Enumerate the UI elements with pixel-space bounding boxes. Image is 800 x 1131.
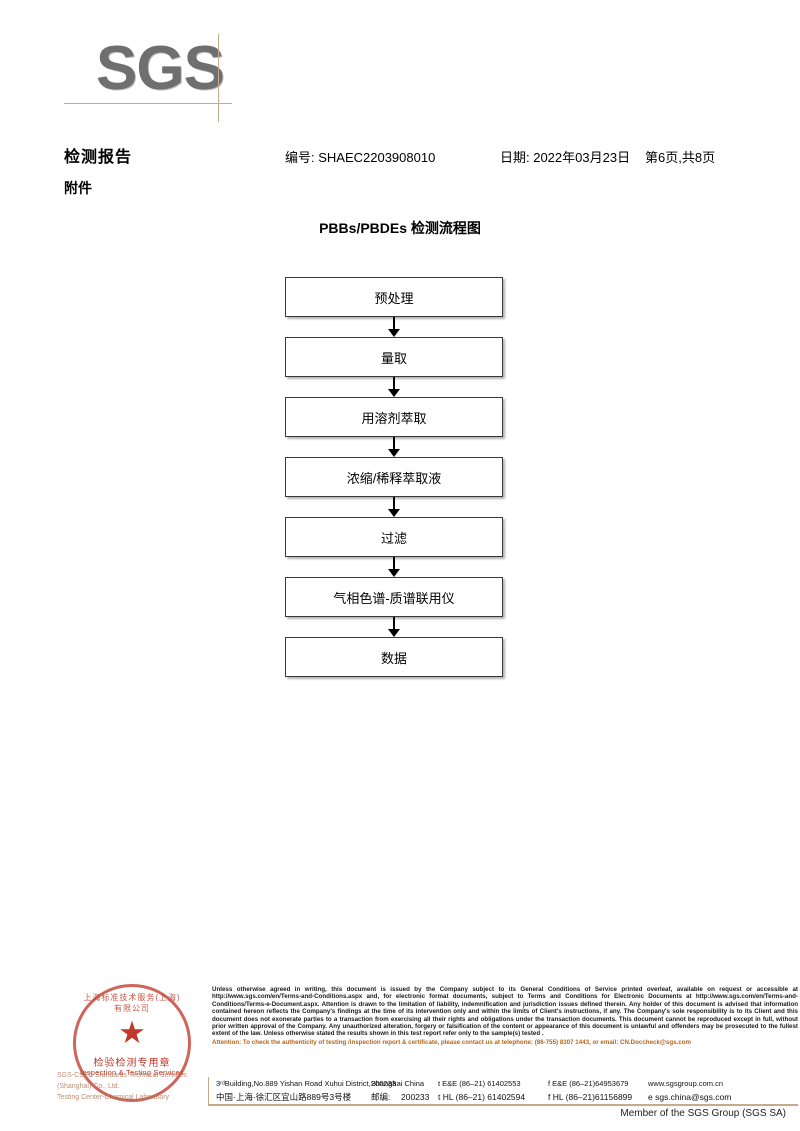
address-block: 3ʳᵈBuilding,No.889 Yishan Road Xuhui Dis… <box>208 1077 798 1105</box>
attention-notice: Attention: To check the authenticity of … <box>212 1038 692 1046</box>
tel-en-1: t E&E (86–21) 61402553 <box>438 1079 521 1088</box>
address-row-chinese: 中国·上海·徐汇区宜山路889号3号楼 邮编: 200233 t HL (86–… <box>216 1091 798 1104</box>
sgs-group-member-line: Member of the SGS Group (SGS SA) <box>620 1108 786 1119</box>
flow-node-concentrate-dilute: 浓缩/稀释萃取液 <box>285 457 503 497</box>
logo-horizontal-rule <box>64 103 232 104</box>
page-title: 检测报告 <box>64 149 133 166</box>
star-icon: ★ <box>118 1015 146 1050</box>
page-counter: 第6页,共8页 <box>645 150 716 165</box>
seal-chinese-text: 检验检测专用章 <box>93 1058 171 1069</box>
address-row-english: 3ʳᵈBuilding,No.889 Yishan Road Xuhui Dis… <box>216 1077 798 1090</box>
report-number: 编号: SHAEC2203908010 <box>285 150 436 165</box>
flow-arrow-2 <box>285 377 503 397</box>
flow-arrow-6 <box>285 617 503 637</box>
email-address: e sgs.china@sgs.com <box>648 1092 732 1102</box>
postcode-cn: 200233 <box>401 1092 430 1102</box>
flow-arrow-1 <box>285 317 503 337</box>
flow-node-data: 数据 <box>285 637 503 677</box>
flow-node-measuring: 量取 <box>285 337 503 377</box>
company-lab-name: Testing Center-Chemical Laboratory <box>57 1094 170 1101</box>
flow-node-gcms: 气相色谱-质谱联用仪 <box>285 577 503 617</box>
footer-divider <box>208 1104 798 1106</box>
company-name-block: SGS-CSTC Standards Technical Services (S… <box>57 1070 217 1103</box>
tel-en-2: f E&E (86–21)64953679 <box>548 1079 629 1088</box>
seal-ring <box>73 984 191 1102</box>
flowchart-title: PBBs/PBDEs 检测流程图 <box>319 220 481 236</box>
legal-terms-text: Unless otherwise agreed in writing, this… <box>212 986 798 1038</box>
inspection-seal-stamp: 上海标准技术服务(上海)有限公司 ★ 检验检测专用章 Inspection & … <box>73 984 191 1102</box>
sgs-logo-text: SGS <box>96 34 225 103</box>
seal-english-text: Inspection & Testing Services <box>80 1068 184 1077</box>
website-url: www.sgsgroup.com.cn <box>648 1079 724 1088</box>
attachment-label: 附件 <box>64 180 92 196</box>
flow-node-solvent-extraction: 用溶剂萃取 <box>285 397 503 437</box>
legal-terms-block: Unless otherwise agreed in writing, this… <box>212 986 798 1046</box>
postcode-en: 200233 <box>371 1079 397 1088</box>
address-cn: 中国·上海·徐汇区宜山路889号3号楼 <box>216 1092 352 1102</box>
flow-arrow-3 <box>285 437 503 457</box>
company-name-en: SGS-CSTC Standards Technical Services (S… <box>57 1072 187 1090</box>
address-vertical-rule <box>208 1077 209 1105</box>
tel-cn-1: t HL (86–21) 61402594 <box>438 1092 526 1102</box>
report-date: 日期: 2022年03月23日 <box>500 150 631 165</box>
flowchart: 预处理 量取 用溶剂萃取 浓缩/稀释萃取液 过滤 气相色谱-质谱联用仪 数据 <box>285 277 503 677</box>
logo-vertical-rule <box>218 34 219 122</box>
sgs-logo: SGS <box>64 34 246 122</box>
tel-cn-2: f HL (86–21)61156899 <box>548 1092 633 1102</box>
flow-arrow-4 <box>285 497 503 517</box>
flow-node-pretreatment: 预处理 <box>285 277 503 317</box>
seal-arc-text: 上海标准技术服务(上海)有限公司 <box>83 993 181 1013</box>
postcode-cn-label: 邮编: <box>371 1092 391 1102</box>
flow-arrow-5 <box>285 557 503 577</box>
flow-node-filtration: 过滤 <box>285 517 503 557</box>
address-en: 3ʳᵈBuilding,No.889 Yishan Road Xuhui Dis… <box>216 1079 425 1088</box>
